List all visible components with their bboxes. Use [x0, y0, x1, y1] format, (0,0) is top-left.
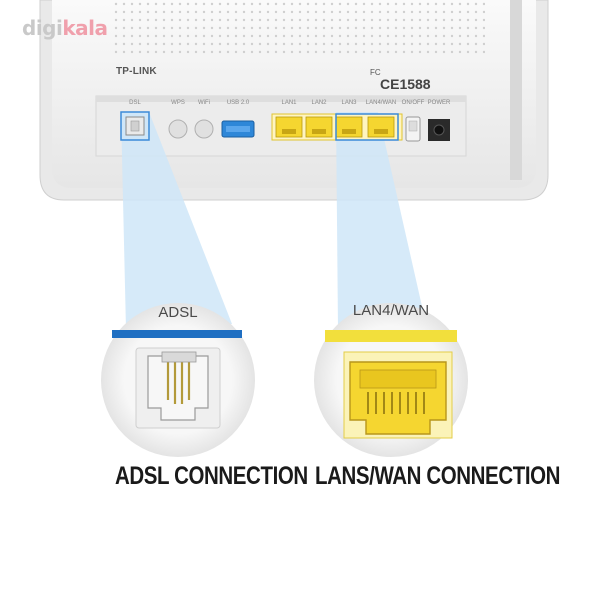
port-label-wifi: WiFi: [198, 100, 210, 106]
adsl-bar: [112, 330, 242, 338]
rj11-jack: [147, 355, 209, 421]
lan-bar: [325, 330, 457, 342]
lan-zoom: [314, 303, 468, 457]
port-label-switch: ON/OFF: [401, 100, 425, 106]
digikala-watermark: digikala: [22, 16, 108, 40]
lan-beam: [336, 112, 426, 330]
adsl-zoom: [101, 303, 255, 457]
lan-wan-title: LAN4/WAN: [352, 302, 430, 319]
port-label-lan4-wan: LAN4/WAN: [365, 100, 397, 106]
adsl-title: ADSL: [158, 304, 198, 321]
port-label-lan2: LAN2: [311, 100, 327, 106]
port-row: [120, 111, 450, 142]
lan-wan-connection-caption: LANS/WAN CONNECTION: [315, 462, 561, 490]
zoom-beams: [121, 112, 426, 330]
port-label-wps: WPS: [171, 100, 185, 106]
port-label-lan1: LAN1: [281, 100, 297, 106]
port-label-power: POWER: [427, 100, 451, 106]
port-label-lan3: LAN3: [341, 100, 357, 106]
fc-mark: FC: [370, 68, 381, 77]
wifi-button: [194, 119, 214, 139]
wps-button: [168, 119, 188, 139]
vent-grille: [110, 0, 485, 58]
port-label-usb: USB 2.0: [226, 100, 250, 106]
ce-certification: CE1588: [380, 76, 431, 92]
adsl-connection-caption: ADSL CONNECTION: [115, 462, 308, 490]
adsl-beam: [121, 112, 232, 330]
port-label-dsl: DSL: [129, 100, 141, 106]
router-brand-logo: TP-LINK: [116, 66, 157, 77]
